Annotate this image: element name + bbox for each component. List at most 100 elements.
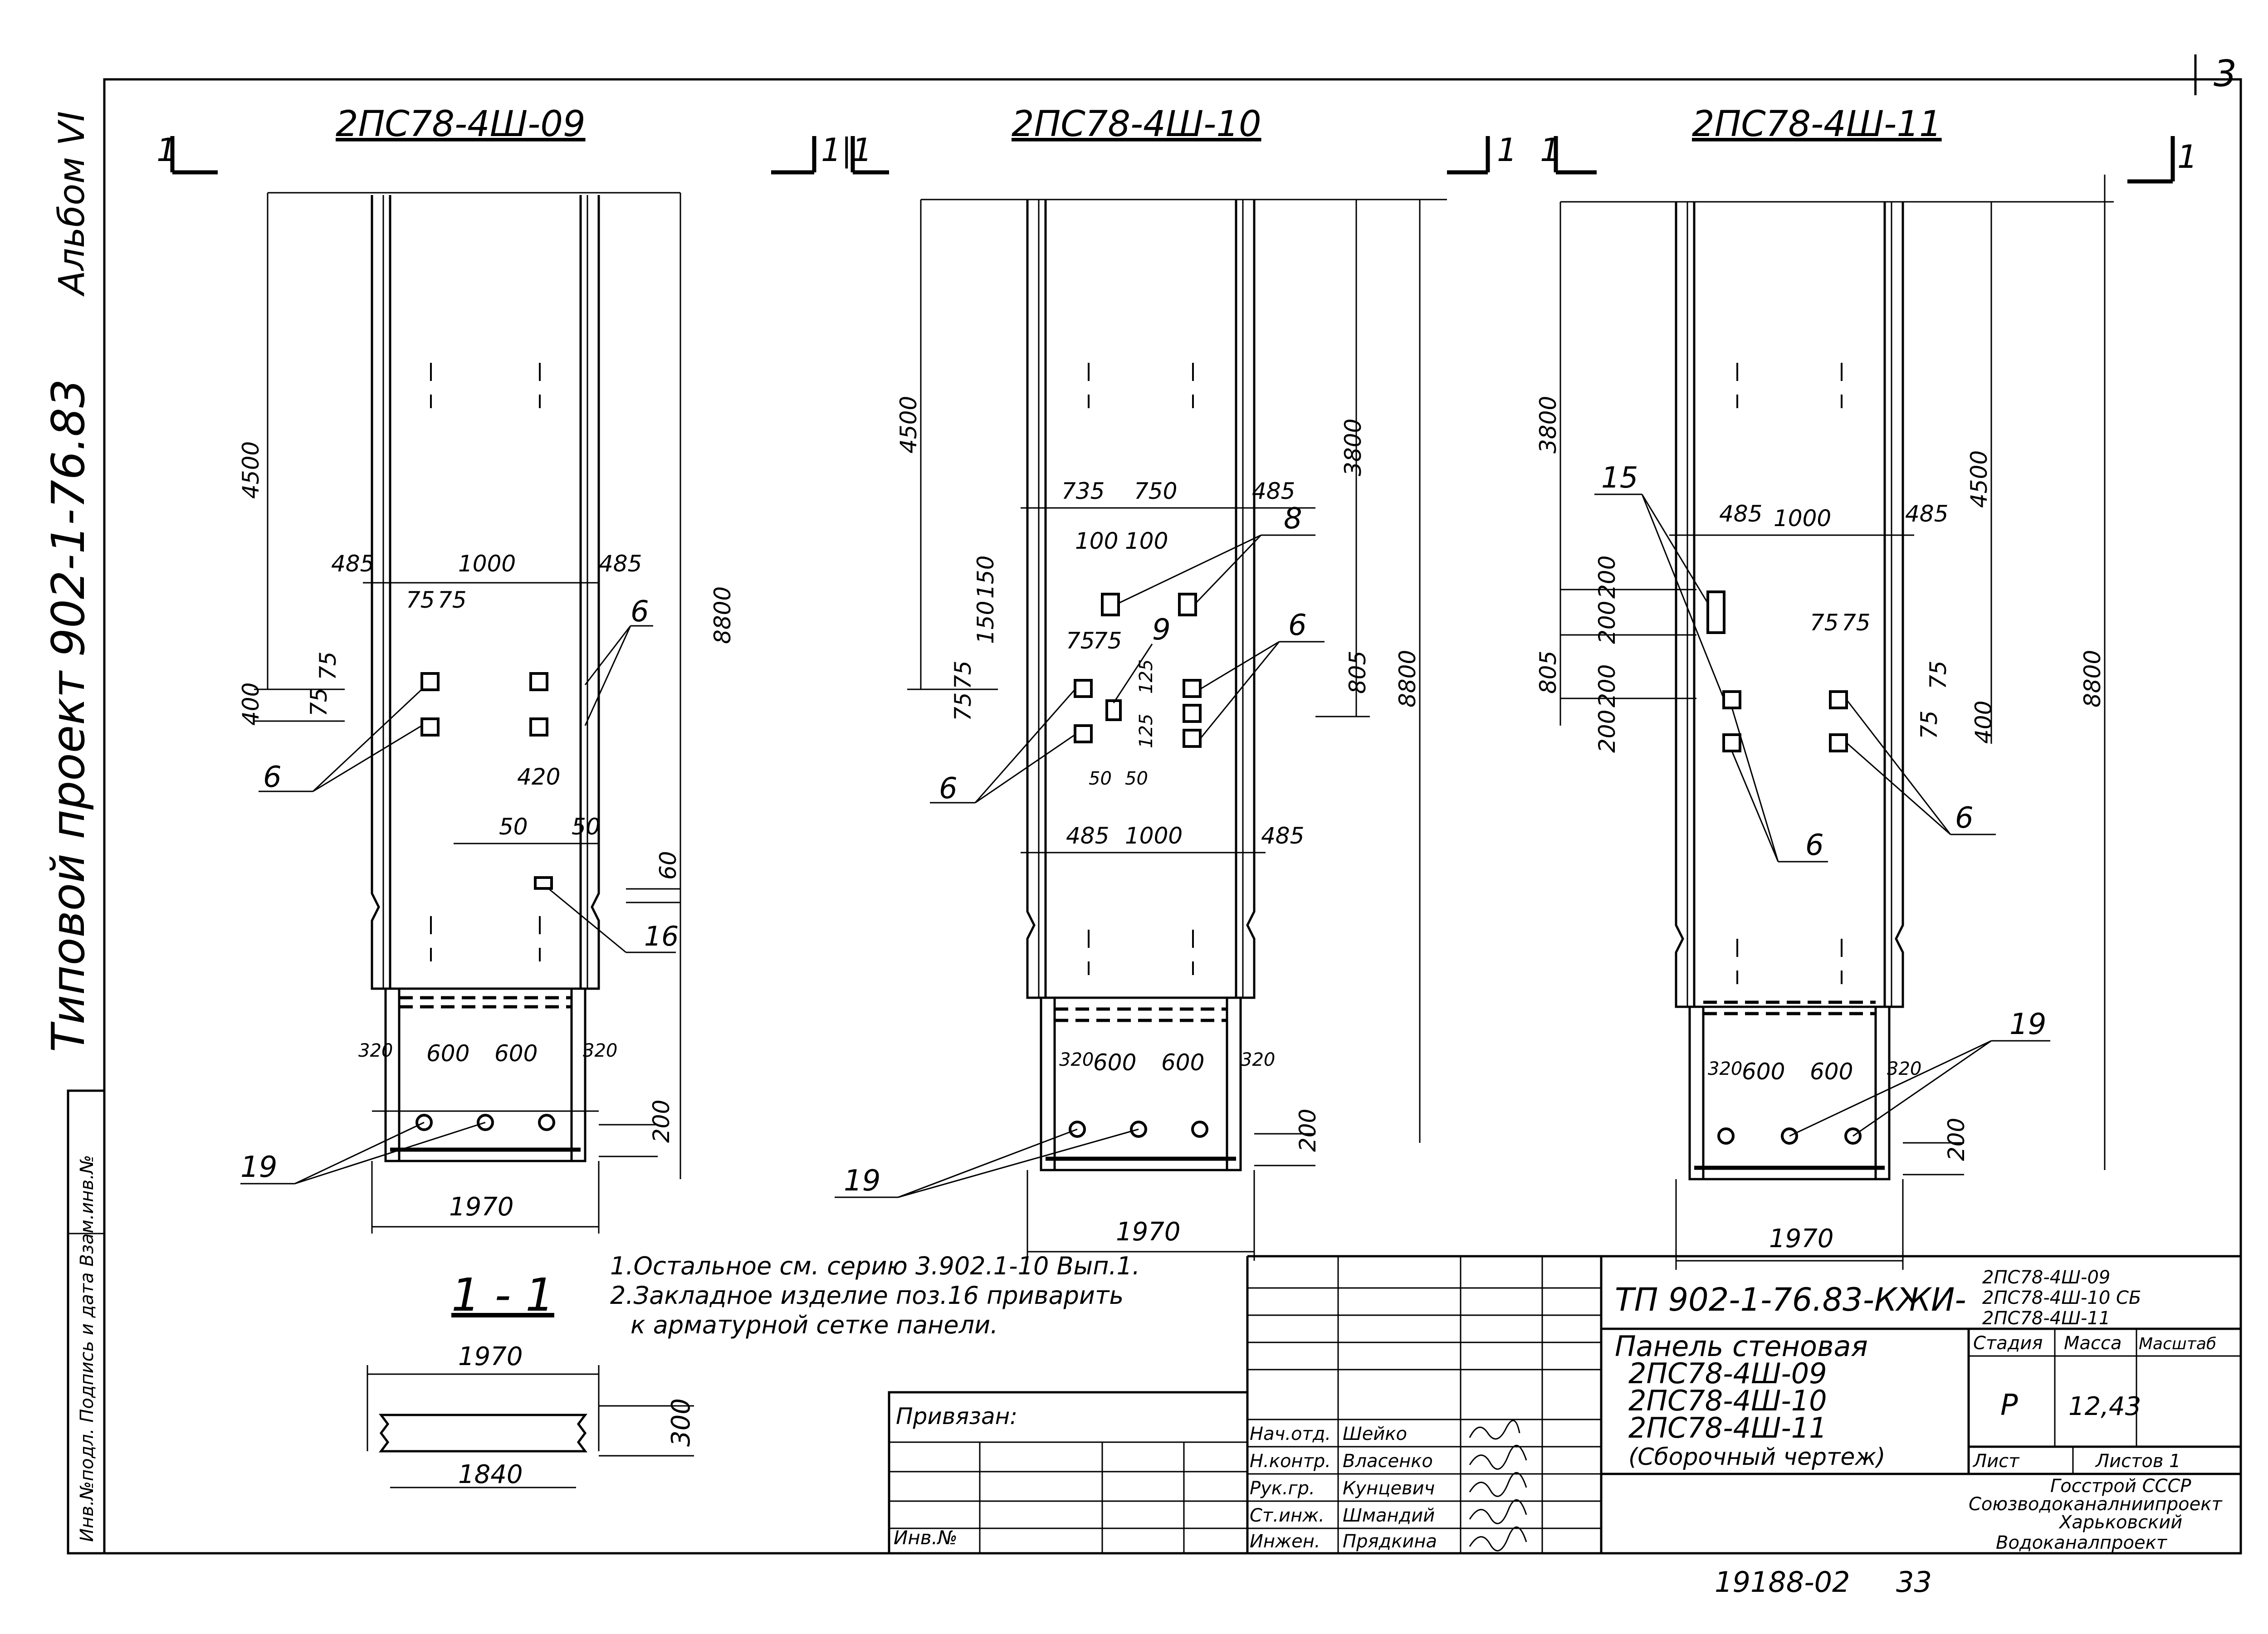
d3-75d: 75 bbox=[1916, 710, 1942, 739]
leader-19b: 19 bbox=[844, 1164, 880, 1198]
title-block: Привязан: Инв.№ Нач.отд. Н.контр. Рук.гр… bbox=[888, 1255, 2241, 1555]
section-title: 1 - 1 bbox=[451, 1268, 554, 1322]
leader-19c: 19 bbox=[2009, 1008, 2046, 1041]
d3-bot1: 320 bbox=[1708, 1058, 1742, 1079]
leader-19: 19 bbox=[240, 1151, 277, 1184]
tb-code: ТП 902-1-76.83-КЖИ- bbox=[1615, 1281, 1966, 1318]
d2-75a: 75 bbox=[1066, 628, 1095, 654]
leader-6b: 6 bbox=[263, 761, 282, 794]
d-bot4: 320 bbox=[583, 1040, 617, 1061]
tb-mark-3: 2ПС78-4Ш-11 bbox=[1982, 1308, 2110, 1329]
name-3: Кунцевич bbox=[1343, 1478, 1435, 1499]
d2-width: 1970 bbox=[1116, 1217, 1181, 1247]
album-label: Альбом VI bbox=[52, 111, 93, 297]
bottom-page: 33 bbox=[1896, 1566, 1932, 1599]
d2-150b: 150 bbox=[973, 601, 999, 644]
tb-name-1: Панель стеновая bbox=[1615, 1330, 1868, 1363]
d2-50b: 50 bbox=[1125, 768, 1148, 789]
d2-100a: 100 bbox=[1075, 528, 1118, 554]
panel-10-title: 2ПС78-4Ш-10 bbox=[1012, 104, 1261, 145]
d-a: 75 bbox=[406, 587, 435, 613]
d3-75a: 75 bbox=[1810, 610, 1839, 636]
left-stamp-box bbox=[67, 1089, 106, 1555]
leader-6e: 6 bbox=[1805, 829, 1824, 862]
d2-top: 4500 bbox=[895, 396, 922, 454]
sec-height: 300 bbox=[666, 1398, 696, 1447]
name-1: Шейко bbox=[1343, 1424, 1407, 1444]
left-stamp-text: Инв.№подл. Подпись и дата Взам.инв.№ bbox=[77, 1155, 98, 1542]
d3-bot2: 600 bbox=[1742, 1058, 1785, 1085]
d3-mid: 1000 bbox=[1774, 505, 1831, 532]
tb-mark-1: 2ПС78-4Ш-09 bbox=[1982, 1267, 2110, 1288]
role-2: Н.контр. bbox=[1250, 1451, 1331, 1472]
leader-9: 9 bbox=[1152, 613, 1171, 647]
leader-6d: 6 bbox=[939, 772, 958, 805]
leader-8: 8 bbox=[1284, 502, 1302, 536]
tb-org-4: Водоканалпроект bbox=[1996, 1532, 2168, 1553]
d2-125b: 125 bbox=[1136, 714, 1157, 748]
notes: 1.Остальное см. серию 3.902.1-10 Вып.1. … bbox=[610, 1252, 1140, 1339]
section-mark-1b: 1 bbox=[1497, 132, 1517, 169]
d3-top: 3800 bbox=[1535, 396, 1561, 454]
d-bot3: 600 bbox=[494, 1040, 538, 1067]
d2-bot2: 600 bbox=[1093, 1049, 1136, 1076]
project-label: Типовой проект 902-1-76.83 bbox=[42, 379, 95, 1052]
d3-75c: 75 bbox=[1925, 660, 1951, 689]
d2-b1000: 1000 bbox=[1125, 823, 1183, 849]
d2-bot3: 600 bbox=[1161, 1049, 1204, 1076]
tb-name-2: 2ПС78-4Ш-09 bbox=[1628, 1357, 1827, 1390]
tb-org-2: Союзводоканалниипроект bbox=[1969, 1494, 2223, 1515]
d2-side: 805 bbox=[1344, 651, 1371, 694]
tb-org-3: Харьковский bbox=[2058, 1512, 2182, 1533]
d-e: 400 bbox=[238, 683, 264, 726]
d2-125a: 125 bbox=[1136, 659, 1157, 694]
d3-bot3: 600 bbox=[1810, 1058, 1853, 1085]
sec-width-top: 1970 bbox=[458, 1342, 523, 1371]
tb-org-1: Госстрой СССР bbox=[2050, 1476, 2191, 1497]
note-2: 2.Закладное изделие поз.16 приварить bbox=[610, 1281, 1124, 1310]
d3-75b: 75 bbox=[1842, 610, 1871, 636]
section-mark-1c: 1 bbox=[1540, 132, 1560, 169]
d-f: 420 bbox=[517, 764, 560, 790]
d-top: 4500 bbox=[238, 441, 264, 499]
d-bot1: 320 bbox=[358, 1040, 393, 1061]
d3-400: 400 bbox=[1970, 701, 1997, 744]
d2-bot1: 320 bbox=[1059, 1049, 1094, 1070]
d2-b485a: 485 bbox=[1066, 823, 1109, 849]
d2-150a: 150 bbox=[973, 556, 999, 599]
d-i: 60 bbox=[655, 851, 681, 880]
d2-bot4: 320 bbox=[1241, 1049, 1275, 1070]
d3-total: 8800 bbox=[2079, 650, 2106, 707]
tb-name-5: (Сборочный чертеж) bbox=[1628, 1444, 1886, 1471]
name-5: Прядкина bbox=[1343, 1531, 1437, 1552]
page-corner: 3 bbox=[2214, 53, 2237, 95]
d2-485: 485 bbox=[1252, 478, 1295, 504]
leader-6c: 6 bbox=[1288, 609, 1307, 642]
tb-mark-2: 2ПС78-4Ш-10 СБ bbox=[1982, 1288, 2141, 1308]
d2-75d: 75 bbox=[950, 692, 976, 721]
leader-6f: 6 bbox=[1955, 801, 1974, 835]
d2-right-top: 3800 bbox=[1340, 419, 1366, 476]
tb-mass: 12,43 bbox=[2068, 1392, 2141, 1421]
tb-name-4: 2ПС78-4Ш-11 bbox=[1628, 1411, 1827, 1444]
d3-right-top: 4500 bbox=[1966, 450, 1992, 508]
signature-4 bbox=[1469, 1499, 1527, 1524]
signature-5 bbox=[1469, 1527, 1527, 1551]
d-g: 50 bbox=[499, 814, 528, 840]
d-total: 8800 bbox=[709, 586, 736, 644]
d3-bot5: 200 bbox=[1943, 1118, 1970, 1161]
tb-name-3: 2ПС78-4Ш-10 bbox=[1628, 1384, 1827, 1417]
name-2: Власенко bbox=[1343, 1451, 1433, 1472]
panel-10: 2ПС78-4Ш-10 1|1 1 bbox=[771, 104, 1517, 1261]
tb-stage-h: Стадия bbox=[1973, 1333, 2043, 1354]
d-c: 75 bbox=[315, 651, 341, 680]
d2-75b: 75 bbox=[1093, 628, 1122, 654]
d-left1: 485 bbox=[331, 551, 374, 577]
role-3: Рук.гр. bbox=[1250, 1478, 1315, 1499]
d3-left1: 485 bbox=[1719, 501, 1762, 527]
role-4: Ст.инж. bbox=[1250, 1505, 1325, 1526]
section-mark-11: 1|1 bbox=[821, 132, 872, 169]
section-mark-1d: 1 bbox=[2177, 138, 2198, 176]
d2-total: 8800 bbox=[1394, 650, 1421, 707]
d2-100b: 100 bbox=[1125, 528, 1168, 554]
